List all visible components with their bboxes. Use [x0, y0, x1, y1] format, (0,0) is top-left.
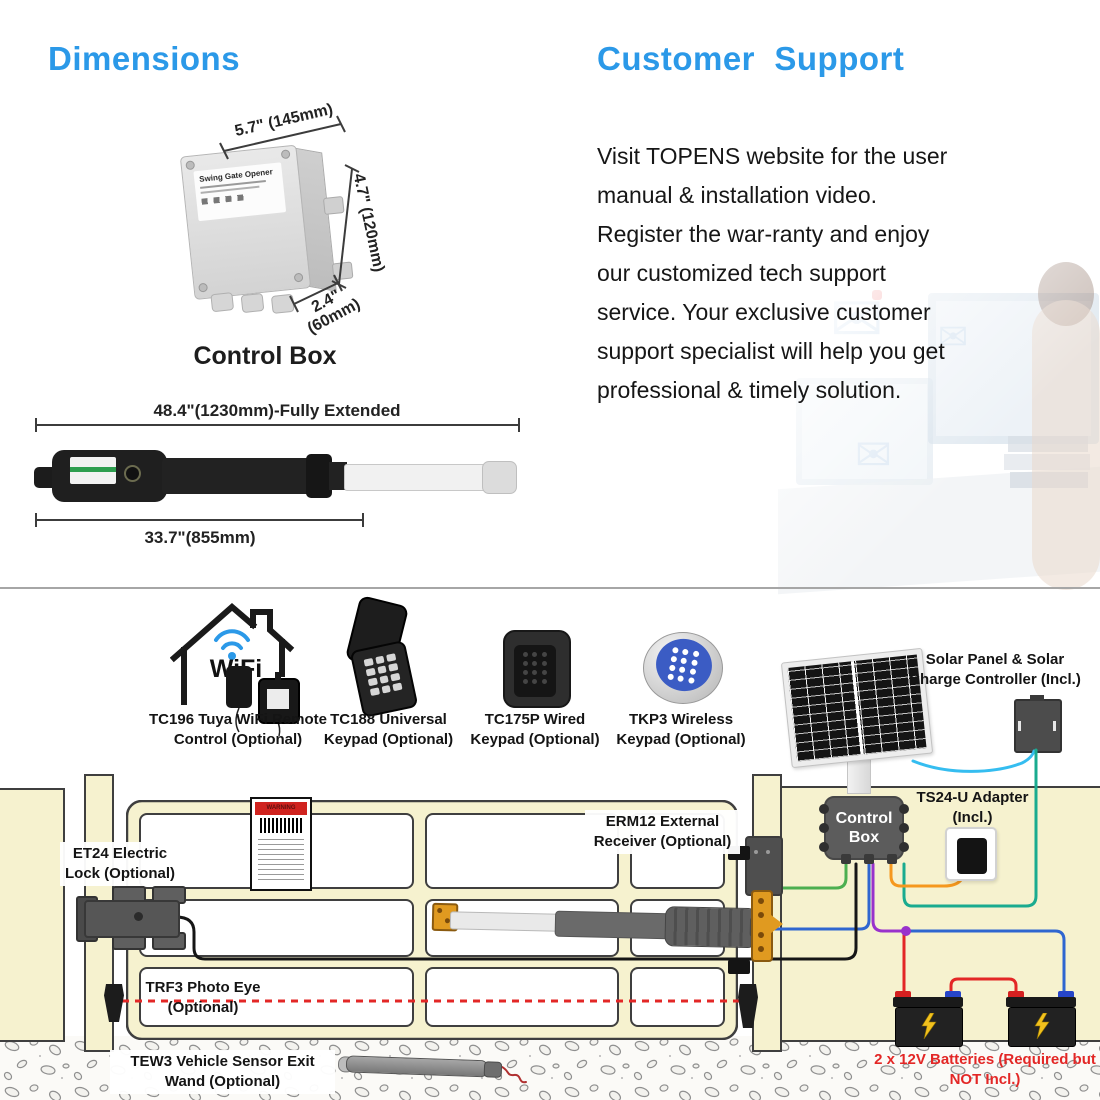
- controller-led: [1018, 721, 1021, 731]
- battery-top: [893, 997, 963, 1007]
- receiver-led: [766, 850, 770, 854]
- tkp3-label: TKP3 Wireless Keypad (Optional): [616, 711, 746, 748]
- battery-top: [1006, 997, 1076, 1007]
- warning-text-lines: [258, 836, 304, 880]
- ts24-adapter: [957, 838, 987, 874]
- side-bolt: [819, 842, 829, 852]
- battery: [1006, 991, 1076, 1047]
- battery-body: [895, 1007, 963, 1047]
- charge-controller: [1014, 695, 1062, 753]
- actuator-tube: [554, 910, 673, 940]
- et24-label: ET24 Electric Lock (Optional): [60, 842, 180, 886]
- gate-hinge: [728, 960, 750, 974]
- receiver-led: [754, 850, 758, 854]
- extended-length-label: 48.4"(1230mm)-Fully Extended: [153, 401, 401, 420]
- gland: [887, 854, 897, 864]
- actuator-end-cap: [482, 461, 517, 494]
- collage-fade: [778, 258, 1100, 588]
- lightning-icon: [921, 1013, 937, 1039]
- bracket-arrow: [771, 915, 783, 933]
- battery-body: [1008, 1007, 1076, 1047]
- support-title: Customer Support: [597, 40, 905, 77]
- side-bolt: [899, 823, 909, 833]
- lock-bolt: [134, 912, 143, 921]
- gland: [864, 854, 874, 864]
- tkp3-keypad: [643, 632, 723, 704]
- actuator-rod: [449, 911, 563, 932]
- tew3-label: TEW3 Vehicle Sensor Exit Wand (Optional): [110, 1050, 335, 1094]
- erm12-receiver: [745, 836, 783, 896]
- tc175p-label: TC175P Wired Keypad (Optional): [470, 711, 600, 748]
- label-cert-marks: [201, 193, 249, 205]
- scene-actuator-arm: [427, 898, 773, 966]
- support-body: Visit TOPENS website for the user manual…: [597, 143, 948, 403]
- controller-led: [1053, 721, 1056, 731]
- tc175p-buttons: [523, 652, 547, 684]
- battery: [893, 991, 963, 1047]
- side-bolt: [819, 823, 829, 833]
- rear-bracket: [751, 890, 773, 962]
- battery-terminal-positive: [1008, 991, 1024, 1001]
- tc196-plug-device: [226, 666, 252, 708]
- tc188-keypad-body: [349, 639, 419, 719]
- control-box-caption: Control Box: [193, 342, 337, 370]
- battery-terminal-negative: [1058, 991, 1074, 1001]
- actuator-label: [70, 457, 116, 484]
- wifi-house-icon: [170, 603, 295, 705]
- width-dimension-label: 5.7" (145mm): [233, 100, 335, 141]
- tc188-label: TC188 Universal Keypad (Optional): [323, 711, 454, 748]
- cable-gland: [210, 292, 235, 313]
- actuator-motor: [664, 906, 758, 949]
- dimensions-title: Dimensions: [48, 40, 241, 77]
- actuator-emblem: [124, 465, 141, 482]
- trf3-label: TRF3 Photo Eye (Optional): [145, 979, 261, 1016]
- actuator-tube-2: [329, 462, 347, 490]
- tc196-label: TC196 Tuya WiFi Remote Control (Optional…: [149, 711, 327, 748]
- mount-tab: [322, 195, 345, 215]
- side-bolt: [899, 804, 909, 814]
- section-divider: [0, 587, 1100, 589]
- scene-control-box-label: Control Box: [835, 810, 893, 846]
- tc188-buttons: [363, 653, 403, 697]
- lightning-icon: [1034, 1013, 1050, 1039]
- erm12-label: ERM12 External Receiver (Optional): [585, 810, 740, 854]
- tc196-receiver-device: [258, 672, 300, 724]
- solar-label: Solar Panel & Solar Charge Controller (I…: [909, 651, 1081, 688]
- lock-body: [84, 900, 180, 938]
- side-bolt: [819, 804, 829, 814]
- battery-terminal-negative: [945, 991, 961, 1001]
- control-box-product-label: Swing Gate Opener: [193, 162, 287, 222]
- battery-terminal-positive: [895, 991, 911, 1001]
- ts24-label: TS24-U Adapter (Incl.): [916, 789, 1029, 826]
- retracted-length-label: 33.7"(855mm): [144, 528, 256, 547]
- actuator-rod: [344, 464, 488, 491]
- batteries-label: 2 x 12V Batteries (Required but NOT Incl…: [874, 1051, 1096, 1088]
- cable-gland: [240, 292, 265, 314]
- gland: [841, 854, 851, 864]
- scene-control-box: Control Box: [819, 796, 909, 864]
- actuator-tube: [162, 458, 312, 494]
- left-wall: [0, 788, 65, 1042]
- warning-barcode: [260, 818, 302, 833]
- warning-header: WARNING: [255, 802, 307, 815]
- warning-label: WARNING: [250, 797, 312, 891]
- tc175p-keypad: [503, 630, 571, 708]
- photo-eye-right: [738, 984, 758, 1028]
- photo-eye-left: [104, 984, 124, 1022]
- actuator-coupler: [306, 454, 332, 498]
- controller-tab: [1030, 695, 1044, 701]
- tkp3-buttons: [667, 646, 700, 684]
- side-bolt: [899, 842, 909, 852]
